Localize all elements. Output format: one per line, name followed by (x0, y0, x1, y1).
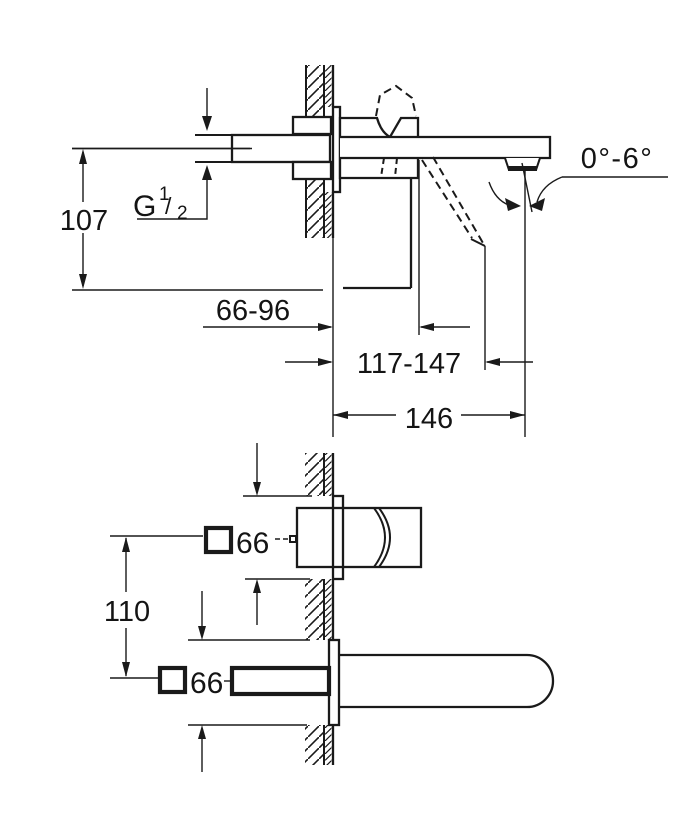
handle-leader-marker (289, 535, 297, 543)
spout-side (340, 135, 552, 160)
spout-plan: 66 (157, 638, 555, 727)
handle-plate-ref-lines (243, 495, 312, 580)
square-symbol-spout (157, 665, 188, 695)
dimension-107: 107 (60, 147, 323, 291)
dim-107-label: 107 (60, 205, 108, 237)
spout-plate-arrow-down (198, 626, 206, 640)
dim-66-96-arrow-right (318, 323, 333, 331)
spout-inwall-body (229, 665, 332, 697)
dim-110-arrow-down (122, 662, 130, 677)
wall-hatch (306, 179, 324, 238)
wall-hatch (305, 725, 324, 765)
plan-view: 66 110 66 (104, 443, 555, 772)
extension-lines (332, 238, 486, 437)
dim-110-ref-lines (110, 535, 203, 679)
dim-107-arrow-down (79, 274, 87, 289)
dim-146-arrow-right (510, 411, 525, 419)
dim-66-96-arrow-left (419, 323, 434, 331)
wall-finish-hatch (324, 725, 333, 765)
dimension-66-96: 66-96 (203, 295, 470, 331)
spout-bar-plan (339, 653, 555, 709)
dim-117-147-label: 117-147 (357, 348, 461, 380)
lever-handle (375, 84, 486, 247)
stream-reference (521, 162, 533, 437)
handle-plate-arrow-up (253, 579, 261, 593)
wall-hatch (305, 579, 324, 640)
dimension-110: 110 (104, 535, 203, 679)
nut-flange-top (291, 115, 333, 136)
wall-finish-hatch (324, 192, 333, 238)
handle-plate-extent-arrows (243, 443, 312, 625)
lever-up-dashed (375, 84, 417, 117)
wall-hatch (306, 65, 324, 117)
angle-annotation: 0°-6° (488, 143, 668, 211)
nut-flange-bottom (291, 160, 333, 181)
dim-117-147-arrow-right (485, 358, 500, 366)
lever-hidden-dashed (380, 157, 398, 178)
dim-146-label: 146 (405, 403, 453, 435)
dimension-146: 146 (333, 403, 525, 435)
wall-finish-hatch (324, 65, 333, 107)
wall-section-plan (305, 453, 335, 765)
spout-plate-extent-arrows (188, 591, 310, 772)
wall-section-side (305, 65, 335, 238)
thread-annotation: G 1 / 2 (133, 88, 212, 224)
spout-plate-arrow-up (198, 725, 206, 739)
dim-146-arrow-left (333, 411, 348, 419)
lever-down-dashed (421, 156, 484, 244)
spout-plate-ref-lines (188, 639, 310, 726)
body-edges (343, 178, 413, 290)
dim-107-arrow-up (79, 149, 87, 164)
dimension-117-147: 117-147 (285, 348, 533, 380)
square-symbol-handle (203, 525, 234, 555)
stream-tilted-line (521, 162, 533, 213)
spout-plate-size-label: 66 (190, 667, 223, 700)
wall-hatch (305, 453, 324, 496)
handle-plate-size-label: 66 (236, 527, 269, 560)
angle-label: 0°-6° (581, 143, 654, 175)
angle-arrowhead-right (529, 198, 545, 211)
handle-body-plan (295, 506, 423, 569)
dim-110-label: 110 (104, 596, 150, 628)
dim-110-arrow-up (122, 537, 130, 552)
thread-top-arrowhead (202, 116, 212, 131)
wall-finish-hatch (324, 579, 333, 640)
thread-label-slash: / (165, 193, 172, 219)
handle-knob-arcs (373, 507, 391, 568)
handle-escutcheon-plan (331, 494, 345, 581)
wall-finish-hatch (324, 453, 333, 496)
side-view: 0°-6° 107 G 1 / 2 66-96 (60, 65, 668, 437)
dim-66-96-label: 66-96 (216, 295, 290, 327)
wall-lines (305, 65, 325, 238)
thread-label-denominator: 2 (177, 203, 188, 224)
lever-tip-cap (470, 238, 486, 247)
spout-fill (340, 137, 550, 158)
thread-label-g: G (133, 190, 156, 223)
angle-arc-right (536, 176, 563, 203)
mounting-nut (291, 115, 333, 181)
thread-arrowhead-up (202, 165, 212, 180)
handle-plate-arrow-down (253, 482, 261, 496)
dim-117-147-arrow-left (318, 358, 333, 366)
dim-107-ref-lines (72, 147, 323, 291)
angle-arrowhead-left (505, 198, 521, 211)
concealed-body (343, 160, 420, 335)
handle-plan: 66 (203, 494, 423, 581)
thread-label-numerator: 1 (159, 184, 170, 205)
thread-leader (137, 180, 208, 220)
pipe-nipple (195, 134, 232, 163)
spout-outline (340, 135, 552, 160)
